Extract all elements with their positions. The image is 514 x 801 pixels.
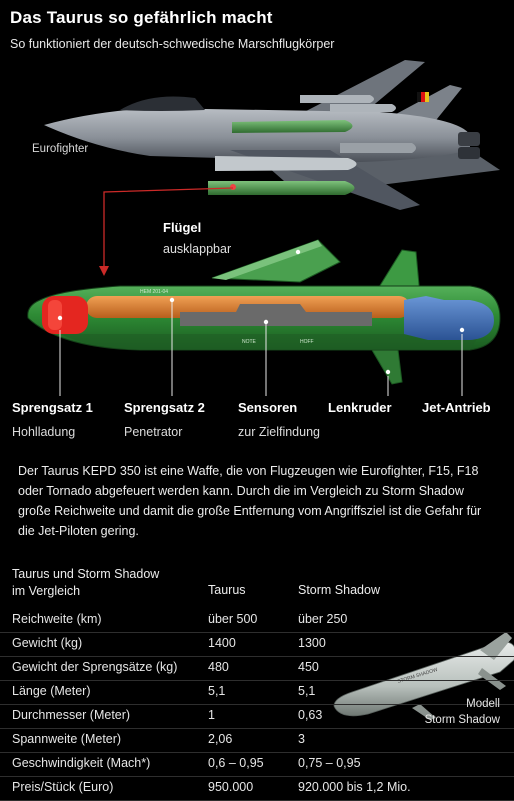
table-cell-taurus: 950.000 xyxy=(208,780,254,794)
table-cell-taurus: 2,06 xyxy=(208,732,233,746)
component-pointers xyxy=(59,300,463,396)
description-text: Der Taurus KEPD 350 ist eine Waffe, die … xyxy=(18,464,482,538)
table-cell-taurus: über 500 xyxy=(208,612,258,626)
table-row: Länge (Meter) 5,1 5,1 xyxy=(0,681,514,705)
table-cell-storm: 1300 xyxy=(298,636,326,650)
table-cell-taurus: 1400 xyxy=(208,636,236,650)
component-warhead-2: Sprengsatz 2 xyxy=(124,400,205,415)
table-cell-label: Spannweite (Meter) xyxy=(12,732,122,746)
svg-text:HOFF: HOFF xyxy=(300,339,314,345)
svg-text:HEM 201-04: HEM 201-04 xyxy=(140,289,168,295)
table-row: Gewicht der Sprengsätze (kg) 480 450 xyxy=(0,657,514,681)
table-cell-storm: über 250 xyxy=(298,612,348,626)
table-cell-storm: 0,63 xyxy=(298,708,323,722)
table-rule xyxy=(0,752,514,753)
table-cell-taurus: 480 xyxy=(208,660,229,674)
wing-subtitle: ausklappbar xyxy=(163,242,232,256)
table-title: Taurus und Storm Shadow im Vergleich xyxy=(12,566,159,600)
table-cell-label: Gewicht (kg) xyxy=(12,636,83,650)
table-title-line1: Taurus und Storm Shadow xyxy=(12,567,160,581)
table-rule xyxy=(0,728,514,729)
table-cell-storm: 3 xyxy=(298,732,305,746)
component-sensors-desc: zur Zielfindung xyxy=(238,425,320,439)
component-sensors: Sensoren xyxy=(238,400,298,415)
page-title: Das Taurus so gefährlich macht xyxy=(10,8,273,27)
table-cell-storm: 5,1 xyxy=(298,684,316,698)
table-cell-storm: 450 xyxy=(298,660,319,674)
component-warhead-1: Sprengsatz 1 xyxy=(12,400,93,415)
table-rule xyxy=(0,704,514,705)
table-cell-storm: 920.000 bis 1,2 Mio. xyxy=(298,780,411,794)
table-cell-label: Preis/Stück (Euro) xyxy=(12,780,114,794)
table-rule xyxy=(0,680,514,681)
table-row: Geschwindigkeit (Mach*) 0,6 – 0,95 0,75 – … xyxy=(0,753,514,777)
table-cell-label: Länge (Meter) xyxy=(12,684,91,698)
table-row: Durchmesser (Meter) 1 0,63 xyxy=(0,705,514,729)
jet-label: Eurofighter xyxy=(32,143,89,155)
svg-text:NOTE: NOTE xyxy=(242,339,257,345)
table-cell-label: Durchmesser (Meter) xyxy=(12,708,131,722)
table-header-taurus: Taurus xyxy=(208,583,246,597)
component-warhead-1-desc: Hohlladung xyxy=(12,425,76,439)
pointer-dots xyxy=(57,249,465,375)
component-engine: Jet-Antrieb xyxy=(422,400,491,415)
table-title-line2: im Vergleich xyxy=(12,584,81,598)
table-cell-taurus: 1 xyxy=(208,708,215,722)
storm-label-line2: Storm Shadow xyxy=(424,714,500,726)
pointer-line xyxy=(103,187,234,268)
wing-title: Flügel xyxy=(163,220,202,235)
storm-label-line1: Modell xyxy=(466,698,500,710)
table-cell-label: Geschwindigkeit (Mach*) xyxy=(12,756,151,770)
table-rule xyxy=(0,632,514,633)
eurofighter-jet xyxy=(44,60,500,210)
page-subtitle: So funktioniert der deutsch-schwedische … xyxy=(10,37,335,51)
table-row: Reichweite (km) über 500 über 250 xyxy=(0,609,514,633)
table-rule xyxy=(0,776,514,777)
table-row: Spannweite (Meter) 2,06 3 xyxy=(0,729,514,753)
table-cell-taurus: 0,6 – 0,95 xyxy=(208,756,264,770)
table-row: Gewicht (kg) 1400 1300 xyxy=(0,633,514,657)
pointer-arrow xyxy=(99,266,109,276)
taurus-cutaway: HEM 201-04 HOFF NOTE xyxy=(27,239,501,385)
table-header-storm: Storm Shadow xyxy=(298,583,380,597)
table-cell-label: Reichweite (km) xyxy=(12,612,102,626)
component-warhead-2-desc: Penetrator xyxy=(124,425,183,439)
table-row: Preis/Stück (Euro) 950.000 920.000 bis 1,2… xyxy=(0,777,514,801)
storm-shadow-label: Modell Storm Shadow xyxy=(414,696,500,728)
table-cell-taurus: 5,1 xyxy=(208,684,226,698)
table-rule xyxy=(0,656,514,657)
component-rudder: Lenkruder xyxy=(328,400,392,415)
table-cell-storm: 0,75 – 0,95 xyxy=(298,756,361,770)
table-cell-label: Gewicht der Sprengsätze (kg) xyxy=(12,660,178,674)
